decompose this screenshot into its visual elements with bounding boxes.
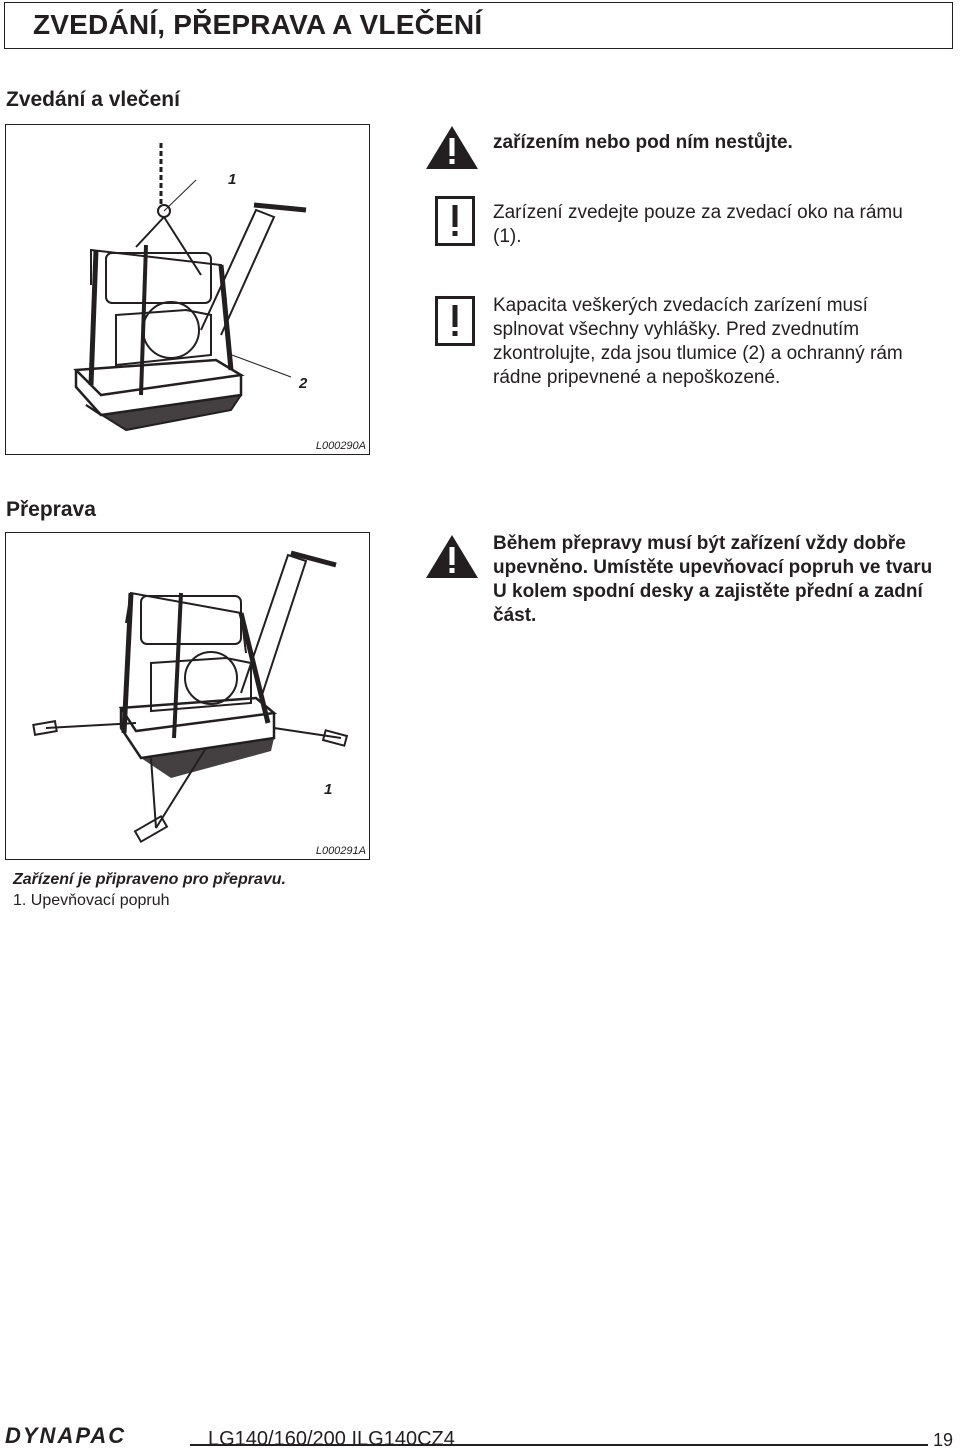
svg-text:DYNAPAC: DYNAPAC xyxy=(5,1426,126,1446)
figure-code: L000290A xyxy=(315,440,366,452)
dynapac-logo: DYNAPAC xyxy=(5,1426,126,1446)
footer-divider xyxy=(190,1444,928,1446)
caption-item: 1. Upevňovací popruh xyxy=(13,892,170,909)
callout-2: 2 xyxy=(299,375,308,392)
warning-text-1: zařízením nebo pod ním nestůjte. xyxy=(493,132,793,153)
warning-triangle-icon xyxy=(426,535,478,578)
section-title-lifting: Zvedání a vlečení xyxy=(6,88,180,111)
page-number: 19 xyxy=(933,1430,954,1450)
caption-title: Zařízení je připraveno pro přepravu. xyxy=(13,871,286,888)
important-square-icon xyxy=(435,196,475,246)
important-square-icon xyxy=(435,296,475,346)
transport-warning-text: Během přepravy musí být zařízení vždy do… xyxy=(493,533,933,626)
footer-model: LG140/160/200 ILG140CZ4 xyxy=(208,1428,455,1450)
callout-1: 1 xyxy=(228,171,237,188)
callout-1: 1 xyxy=(324,781,333,798)
warning-triangle-icon xyxy=(426,126,478,169)
info-text-2: Kapacita veškerých zvedacích zarízení mu… xyxy=(493,295,903,388)
plate-compactor-lifting-illustration xyxy=(73,143,307,432)
page-title: ZVEDÁNÍ, PŘEPRAVA A VLEČENÍ xyxy=(33,9,483,40)
section-title-transport: Přeprava xyxy=(6,498,96,521)
figure-code: L000291A xyxy=(315,845,366,857)
info-text-1: Zarízení zvedejte pouze za zvedací oko n… xyxy=(493,202,903,247)
lifting-figure: 1 2 L000290A xyxy=(5,124,370,455)
plate-compactor-transport-illustration xyxy=(32,550,349,844)
figure-caption: Zařízení je připraveno pro přepravu. 1. … xyxy=(13,869,286,911)
transport-figure: 1 L000291A xyxy=(5,532,370,860)
header-box: ZVEDÁNÍ, PŘEPRAVA A VLEČENÍ xyxy=(4,2,953,49)
